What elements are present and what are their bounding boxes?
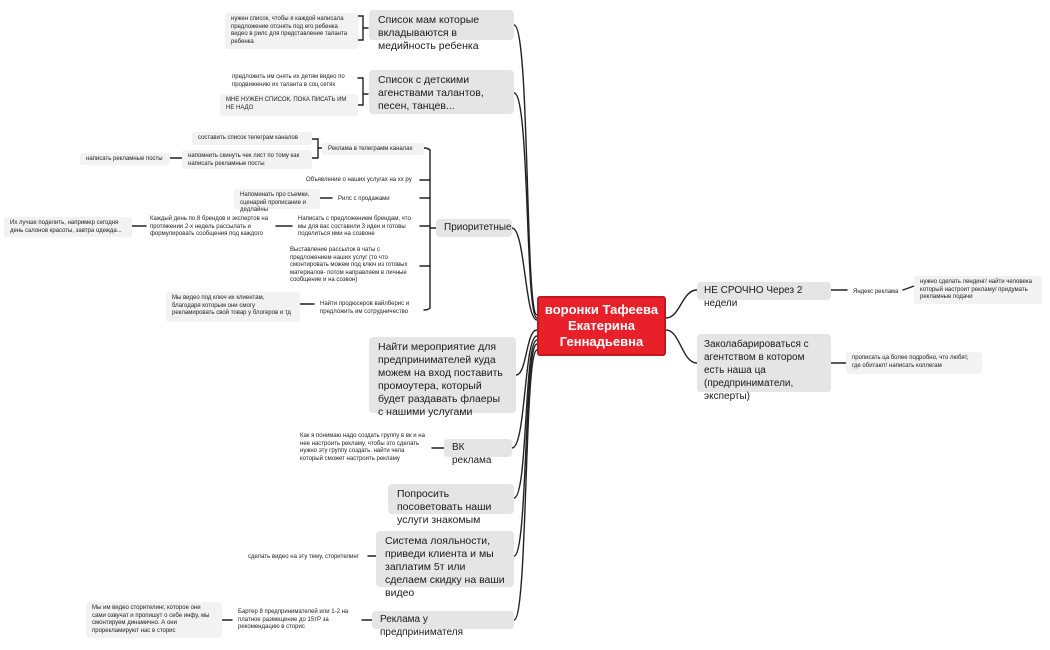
- note-vk-group-text: Как я понимаю надо создать группу в вк и…: [300, 433, 425, 462]
- subtopic-chat-mailing[interactable]: Выставление рассылок в чаты с предложени…: [284, 244, 422, 290]
- topic-event-promoter[interactable]: Найти мероприятие для предпринимателей к…: [369, 337, 516, 418]
- note-reels-reminder[interactable]: Напоминать про съемки, сценарий прописан…: [234, 189, 320, 213]
- topic-priority[interactable]: Приоритетные: [436, 219, 512, 237]
- note-moms-list-text: нужен список, чтобы я каждой написала пр…: [231, 16, 348, 45]
- subtopic-yandex-ads-label: Яндекс реклама: [853, 289, 899, 295]
- note-write-posts[interactable]: написать рекламные посты: [80, 153, 170, 165]
- note-moms-list[interactable]: нужен список, чтобы я каждой написала пр…: [225, 13, 358, 49]
- topic-agencies-list[interactable]: Список с детскими агенствами талантов, п…: [369, 70, 514, 114]
- subtopic-hh-announce-label: Объявление о наших услугах на хх ру: [306, 177, 412, 183]
- note-barter[interactable]: Бартер 8 предпринимателей или 1-2 на пла…: [232, 606, 364, 634]
- subtopic-reels-sales-label: Рилс с продажами: [338, 196, 390, 202]
- note-checklist-reminder-text: напомнить скинуть чек лист по тому как н…: [188, 153, 300, 167]
- note-storytelling-video[interactable]: сделать видео на эту тему, сторителинг: [242, 551, 368, 563]
- note-checklist-reminder[interactable]: напомнить скинуть чек лист по тому как н…: [182, 150, 312, 169]
- note-split-by-day[interactable]: Их лучше поделить, например сегодня день…: [4, 217, 132, 237]
- note-agencies-list-only[interactable]: МНЕ НУЖЕН СПИСОК, ПОКА ПИСАТЬ ИМ НЕ НАДО: [220, 94, 358, 116]
- subtopic-yandex-ads[interactable]: Яндекс реклама: [847, 286, 905, 298]
- note-storytelling-barter[interactable]: Мы им видео сторителинг, которое они сам…: [86, 602, 222, 638]
- subtopic-wb-producers[interactable]: Найти продюсеров вайлберис и предложить …: [314, 298, 424, 318]
- note-write-posts-text: написать рекламные посты: [86, 156, 163, 162]
- topic-not-urgent-label: НЕ СРОЧНО Через 2 недели: [704, 285, 803, 309]
- topic-agency-collab[interactable]: Заколабарироваться с агентством в которо…: [697, 334, 831, 402]
- subtopic-brands-offer[interactable]: Написать с предложением брендам, что мы …: [292, 213, 422, 241]
- subtopic-brands-offer-label: Написать с предложением брендам, что мы …: [298, 216, 411, 238]
- topic-loyalty-label: Система лояльности, приведи клиента и мы…: [385, 535, 505, 599]
- topic-entrepreneur-ads[interactable]: Реклама у предпринимателя: [372, 611, 514, 638]
- topic-ask-friends-label: Попросить посоветовать наши услуги знако…: [397, 488, 492, 526]
- note-turnkey-video[interactable]: Мы видео под ключ их клиентам, благодаря…: [166, 292, 300, 322]
- note-landing[interactable]: нужно сделать лендинг/ найти человека ко…: [914, 276, 1042, 304]
- note-storytelling-barter-text: Мы им видео сторителинг, которое они сам…: [92, 605, 210, 634]
- subtopic-telegram-ads[interactable]: Реклама в телеграмм каналах: [322, 143, 424, 155]
- note-storytelling-video-text: сделать видео на эту тему, сторителинг: [248, 554, 359, 560]
- note-agencies-offer[interactable]: предложить им снять их детям видео по пр…: [226, 71, 360, 89]
- topic-priority-label: Приоритетные: [444, 222, 512, 233]
- note-telegram-list[interactable]: составить список телеграм каналов: [192, 132, 312, 145]
- topic-ask-friends[interactable]: Попросить посоветовать наши услуги знако…: [388, 484, 514, 526]
- note-turnkey-video-text: Мы видео под ключ их клиентам, благодаря…: [172, 295, 291, 317]
- topic-moms-list-label: Список мам которые вкладываются в медийн…: [378, 14, 480, 52]
- subtopic-reels-sales[interactable]: Рилс с продажами: [332, 193, 422, 205]
- note-vk-group[interactable]: Как я понимаю надо создать группу в вк и…: [294, 430, 432, 468]
- note-target-audience-text: прописать ца более подробно, что любят, …: [852, 355, 969, 369]
- note-telegram-list-text: составить список телеграм каналов: [198, 135, 298, 141]
- topic-agencies-list-label: Список с детскими агенствами талантов, п…: [378, 74, 484, 112]
- topic-agency-collab-label: Заколабарироваться с агентством в которо…: [704, 339, 809, 402]
- subtopic-telegram-ads-label: Реклама в телеграмм каналах: [328, 146, 413, 152]
- note-agencies-list-only-text: МНЕ НУЖЕН СПИСОК, ПОКА ПИСАТЬ ИМ НЕ НАДО: [226, 97, 347, 111]
- topic-moms-list[interactable]: Список мам которые вкладываются в медийн…: [369, 10, 514, 52]
- note-brands-daily-text: Каждый день по 8 брендов и экспертов на …: [150, 216, 269, 238]
- note-landing-text: нужно сделать лендинг/ найти человека ко…: [920, 279, 1032, 301]
- subtopic-chat-mailing-label: Выставление рассылок в чаты с предложени…: [290, 247, 408, 284]
- subtopic-wb-producers-label: Найти продюсеров вайлберис и предложить …: [320, 301, 410, 315]
- topic-not-urgent[interactable]: НЕ СРОЧНО Через 2 недели: [697, 282, 831, 309]
- note-agencies-offer-text: предложить им снять их детям видео по пр…: [232, 74, 345, 88]
- central-topic-label: воронки Тафеева Екатерина Геннадьевна: [544, 302, 659, 349]
- note-brands-daily[interactable]: Каждый день по 8 брендов и экспертов на …: [144, 213, 278, 241]
- note-target-audience[interactable]: прописать ца более подробно, что любят, …: [846, 352, 982, 374]
- note-reels-reminder-text: Напоминать про съемки, сценарий прописан…: [240, 192, 310, 214]
- topic-vk-ads-label: ВК реклама: [452, 442, 492, 466]
- subtopic-hh-announce[interactable]: Объявление о наших услугах на хх ру: [300, 174, 422, 186]
- note-barter-text: Бартер 8 предпринимателей или 1-2 на пла…: [238, 609, 349, 631]
- topic-vk-ads[interactable]: ВК реклама: [444, 439, 512, 466]
- central-topic[interactable]: воронки Тафеева Екатерина Геннадьевна: [537, 296, 666, 356]
- note-split-by-day-text: Их лучше поделить, например сегодня день…: [10, 220, 122, 234]
- topic-entrepreneur-ads-label: Реклама у предпринимателя: [380, 614, 463, 638]
- topic-event-promoter-label: Найти мероприятие для предпринимателей к…: [378, 341, 503, 418]
- topic-loyalty[interactable]: Система лояльности, приведи клиента и мы…: [376, 531, 514, 599]
